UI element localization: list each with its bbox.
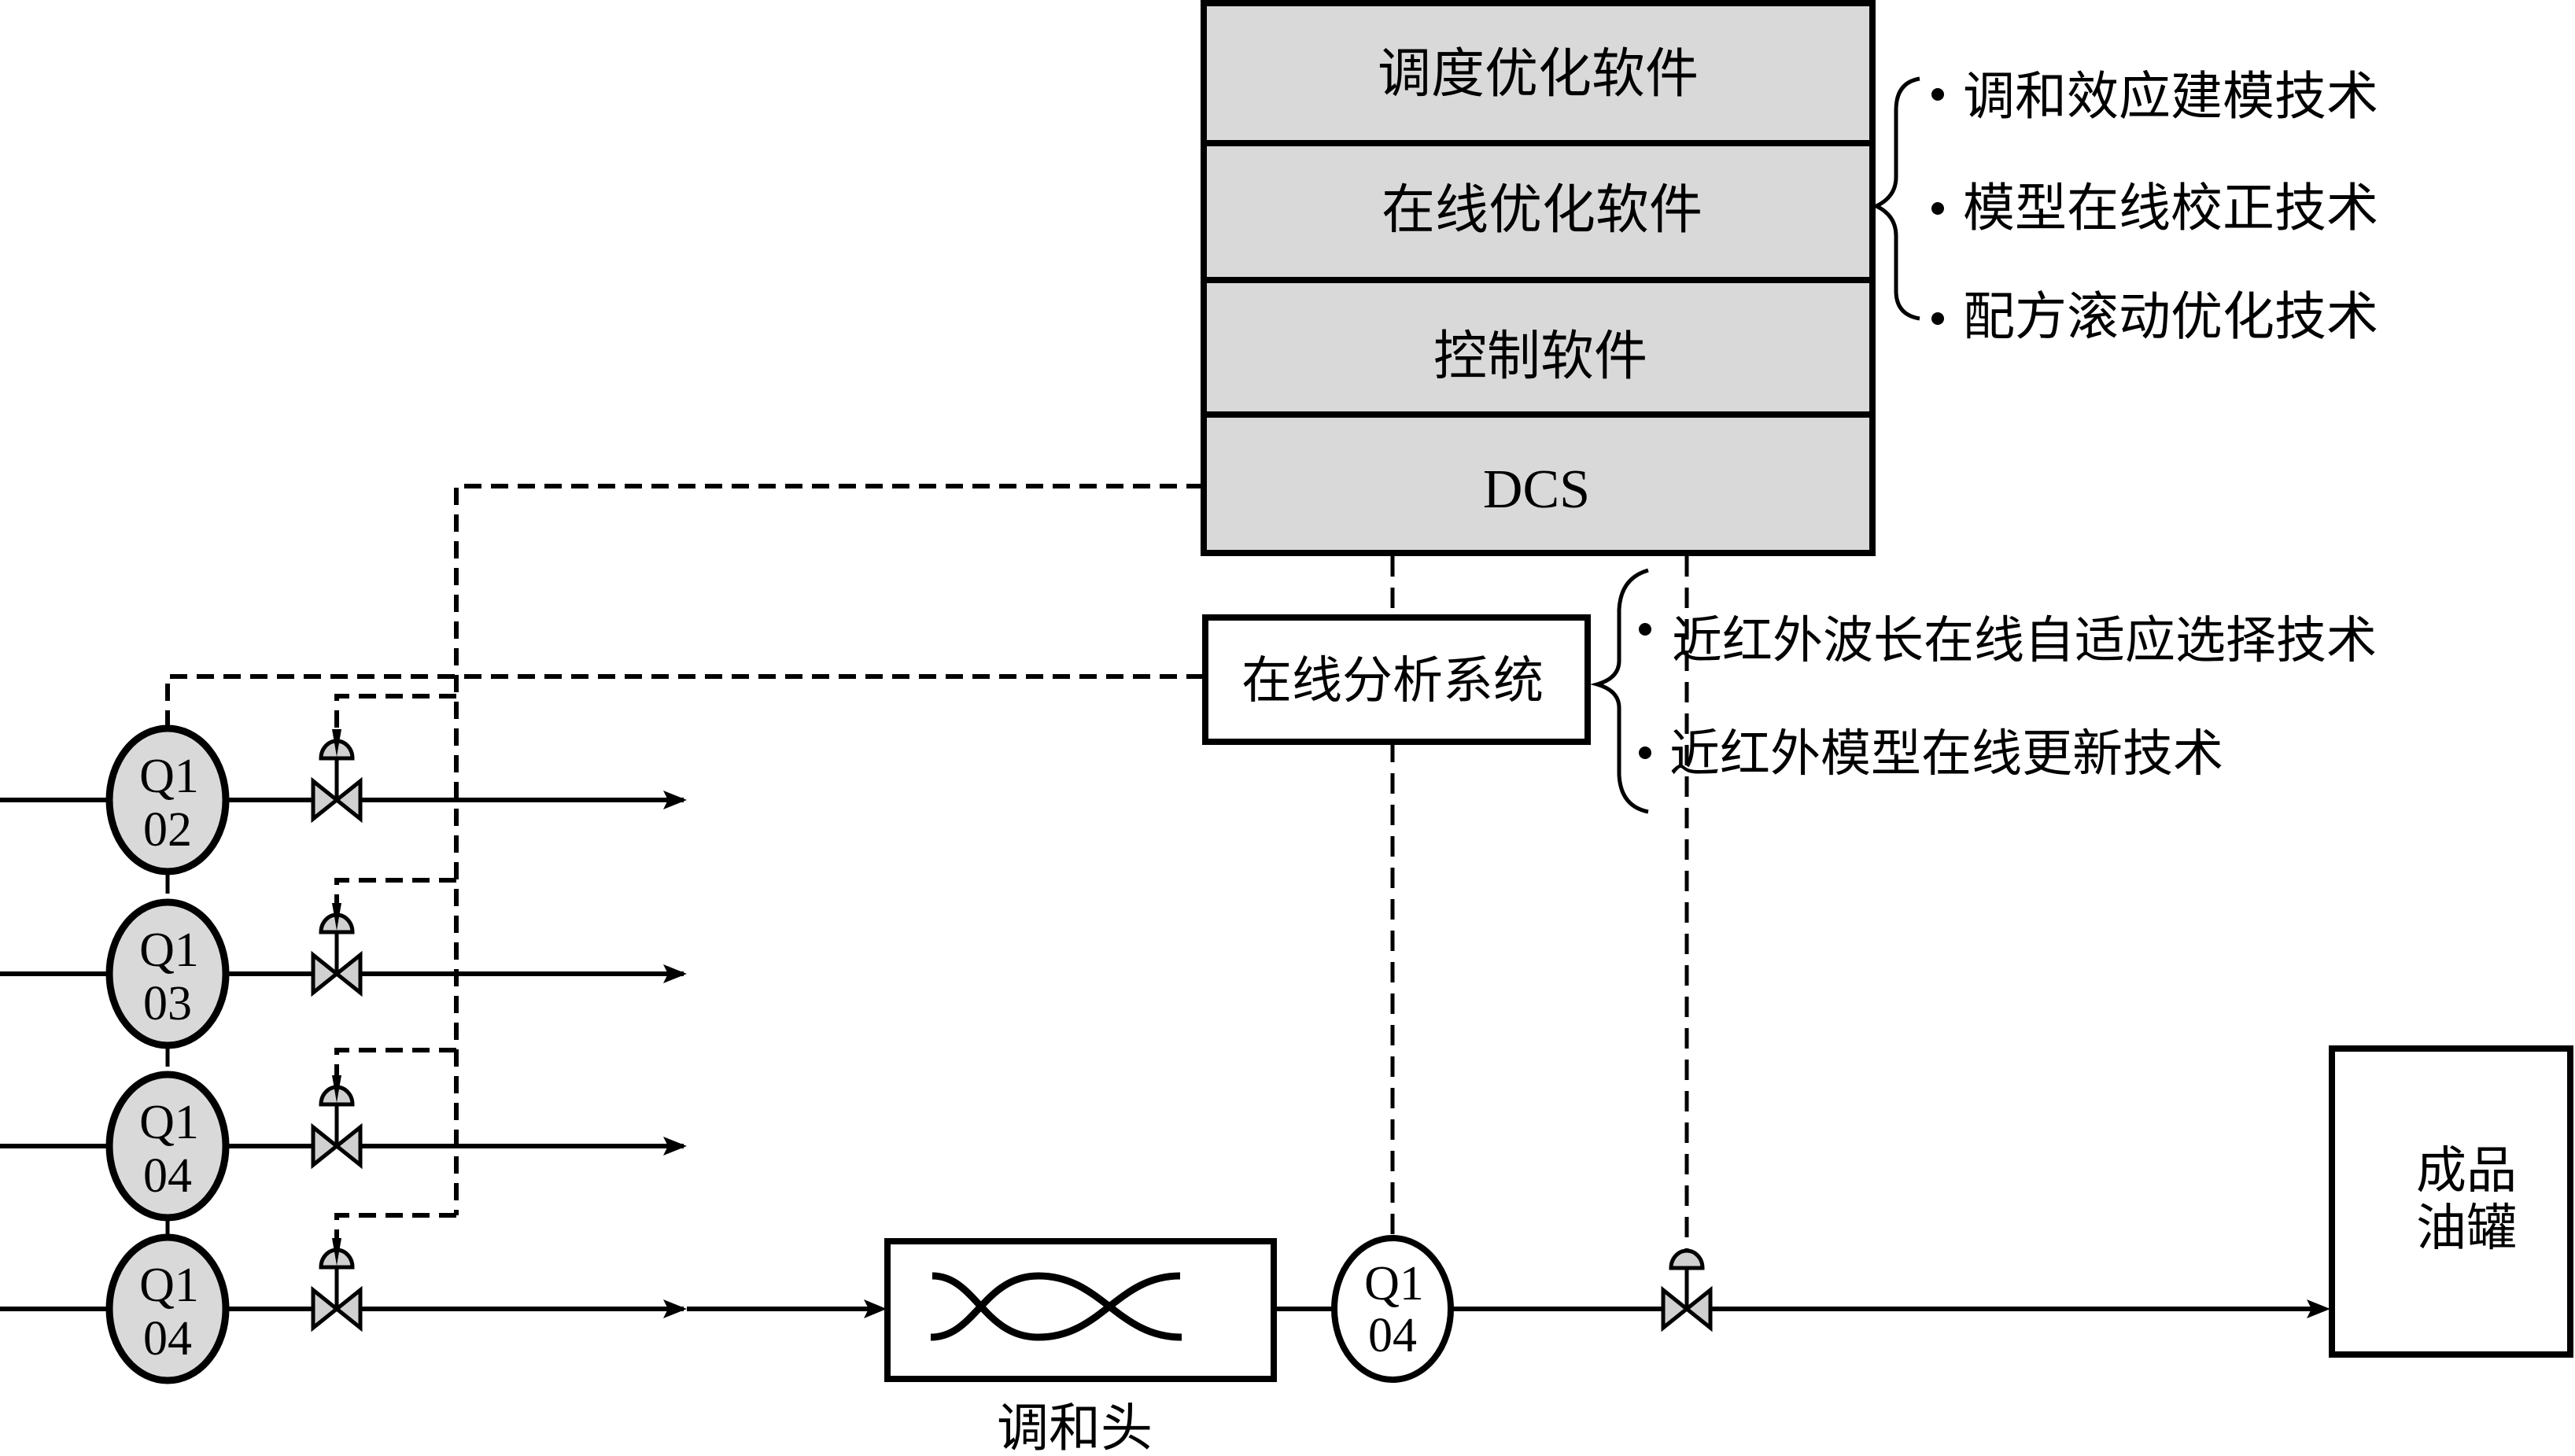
blend-head-box[interactable] [884,1238,1277,1382]
arrow-icon [663,1137,687,1156]
analyzer-signal-line [165,674,1204,728]
optimization-techniques: 调和效应建模技术 模型在线校正技术 配方滚动优化技术 [1872,66,2378,347]
analysis-system-box[interactable] [1202,614,1591,745]
meter-label-1: Q1 [139,1096,199,1149]
product-control-valve[interactable] [1661,1248,1713,1333]
bullet-icon [1639,623,1651,636]
product-tank-label-2: 油罐 [2416,1200,2517,1258]
valve-body-icon [1661,1285,1691,1333]
component-analyzer-meter[interactable] [105,1233,230,1384]
technique-model-correction: 模型在线校正技术 [1963,178,2378,238]
stack-layer-scheduling[interactable]: 调度优化软件 [1378,43,1699,105]
component-analyzer-meter[interactable] [105,724,230,875]
product-tank-label-1: 成品 [2416,1142,2517,1200]
blend-head-label: 调和头 [997,1398,1153,1456]
valve-signal-tap [334,878,456,914]
arrow-icon [864,1299,887,1318]
bullet-icon [1639,746,1651,759]
mixer-icon [930,1272,1182,1341]
valve-body-icon [333,776,363,824]
meter-label-1: Q1 [139,1259,199,1312]
analysis-system-label: 在线分析系统 [1241,652,1544,710]
bullet-icon [1931,312,1944,325]
meter-label-2: 04 [143,1149,192,1203]
meter-label-1: Q1 [139,923,199,977]
product-meter-label-1: Q1 [1364,1257,1424,1310]
valve-signal-tap [334,694,456,735]
product-meter-label-2: 04 [1368,1309,1417,1362]
stack-layer-online-optimization[interactable]: 在线优化软件 [1382,179,1703,241]
meter-label-2: 03 [143,977,192,1030]
stack-layer-dcs[interactable]: DCS [1483,459,1590,520]
signal-arrow-icon [332,1075,341,1103]
product-line: Q1 04 成品 油罐 [1275,1045,2573,1383]
signal-arrow-icon [332,1238,341,1266]
software-stack: 调度优化软件 在线优化软件 控制软件 DCS [1201,0,1876,556]
arrow-icon [663,791,687,809]
valve-body-icon [311,776,341,824]
signal-arrow-icon [332,729,341,757]
technique-recipe-rolling: 配方滚动优化技术 [1963,286,2378,347]
dcs-signal-line [454,484,1204,1215]
valve-body-icon [311,1285,341,1333]
valve-signal-tap [334,1048,456,1082]
arrow-icon [663,964,687,983]
analysis-system: 在线分析系统 近红外波长在线自适应选择技术 近红外模型在线更新技术 [1202,568,2377,814]
technique-nir-model-update: 近红外模型在线更新技术 [1669,725,2223,783]
brace-icon [1589,568,1649,814]
technique-blend-modeling: 调和效应建模技术 [1963,66,2378,127]
bullet-icon [1931,88,1944,101]
valve-body-icon [1683,1285,1713,1333]
valve-body-icon [333,1122,363,1170]
signal-lines [165,484,1689,1251]
mixer-icon [932,1272,1181,1341]
arrow-icon [663,1299,687,1318]
meter-label-2: 02 [143,803,192,857]
valve-body-icon [311,1122,341,1170]
bullet-icon [1931,202,1944,215]
brace-icon [1872,76,1920,321]
blend-head: 调和头 [687,1238,1277,1456]
valve-body-icon [333,950,363,997]
signal-arrow-icon [332,903,341,931]
control-valve[interactable] [311,739,363,824]
valve-actuator-icon [1669,1248,1705,1270]
stack-layer-control[interactable]: 控制软件 [1433,326,1647,388]
valve-body-icon [333,1285,363,1333]
component-analyzer-meter[interactable] [105,898,230,1049]
meter-label-1: Q1 [139,750,199,803]
technique-nir-wavelength: 近红外波长在线自适应选择技术 [1672,612,2377,670]
component-analyzer-meter[interactable] [105,1071,230,1222]
arrow-icon [2307,1299,2330,1318]
product-tank[interactable] [2329,1045,2573,1358]
valve-body-icon [311,950,341,997]
valve-signal-tap [334,1213,456,1251]
meter-label-2: 04 [143,1312,192,1366]
